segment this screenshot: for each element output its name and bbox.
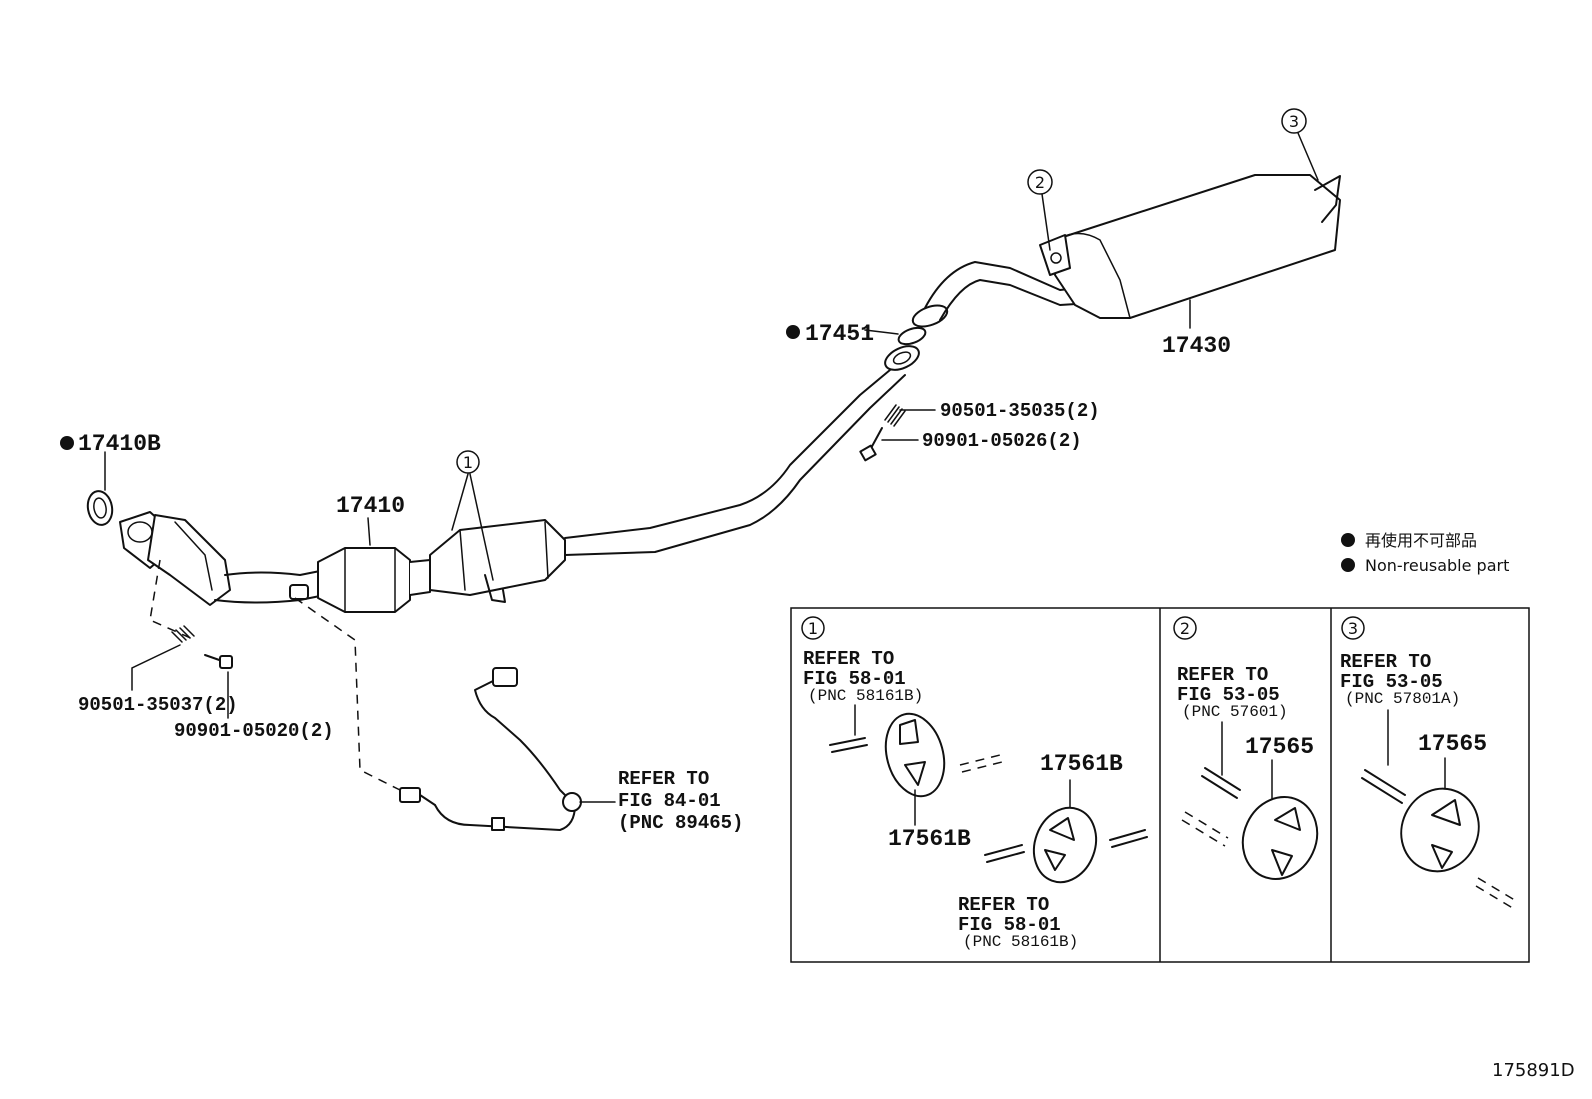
part-label-17410: 17410 [336, 493, 405, 519]
center-bolt-spring [859, 404, 906, 462]
non-reusable-dot-17451 [786, 325, 800, 339]
detail-1-ref-b-line2: FIG 58-01 [958, 914, 1061, 936]
legend-dot-en [1341, 558, 1355, 572]
front-exhaust-pipe-assembly [86, 345, 920, 613]
callout-3-circle [1281, 108, 1307, 134]
part-label-bolt-center: 90901-05026(2) [922, 430, 1082, 452]
legend-jp: 再使用不可部品 [1365, 531, 1477, 550]
detail-2-ref-line3: (PNC 57601) [1182, 703, 1288, 721]
part-label-spring-center: 90501-35035(2) [940, 400, 1100, 422]
detail-1-number: 1 [808, 619, 818, 638]
tail-pipe-assembly [911, 174, 1341, 328]
detail-1-ref-b-line3: (PNC 58161B) [963, 933, 1078, 951]
part-label-bolt-front: 90901-05020(2) [174, 720, 334, 742]
detail-2-number: 2 [1180, 619, 1190, 638]
sensor-ref-line2: FIG 84-01 [618, 790, 721, 812]
detail-2: 2 REFER TO FIG 53-05 (PNC 57601) 17565 [1173, 616, 1319, 880]
detail-3-number: 3 [1348, 619, 1358, 638]
part-label-17451: 17451 [805, 321, 874, 347]
detail-2-ref-line2: FIG 53-05 [1177, 684, 1280, 706]
part-label-17430: 17430 [1162, 333, 1231, 359]
detail-3: 3 REFER TO FIG 53-05 (PNC 57801A) 17565 [1340, 616, 1519, 911]
detail-3-part: 17565 [1418, 731, 1487, 757]
legend-en: Non-reusable part [1365, 556, 1509, 575]
detail-1-ref-a-line3: (PNC 58161B) [808, 687, 923, 705]
detail-3-ref-line1: REFER TO [1340, 651, 1431, 673]
detail-1-ref-b-line1: REFER TO [958, 894, 1049, 916]
detail-2-ref-line1: REFER TO [1177, 664, 1268, 686]
detail-3-ref-line2: FIG 53-05 [1340, 671, 1443, 693]
center-gasket [897, 326, 927, 346]
legend-dot-jp [1341, 533, 1355, 547]
callout-1-label: 1 [463, 453, 473, 472]
non-reusable-dot-17410B [60, 436, 74, 450]
callout-2-circle [1027, 169, 1053, 195]
front-bolt-spring [171, 625, 233, 669]
callout-2-label: 2 [1035, 173, 1045, 192]
sensor-ref-line1: REFER TO [618, 768, 709, 790]
detail-1-part-a: 17561B [888, 826, 971, 852]
part-label-17410B: 17410B [78, 431, 161, 457]
callout-1-circle [456, 450, 480, 474]
detail-box [790, 607, 1530, 963]
detail-1: 1 REFER TO FIG 58-01 (PNC 58161B) 17561B… [801, 616, 1148, 951]
detail-1-part-b: 17561B [1040, 751, 1123, 777]
sensor-ref-line3: (PNC 89465) [618, 812, 743, 834]
oxygen-sensor [399, 667, 582, 831]
detail-1-ref-a-line2: FIG 58-01 [803, 668, 906, 690]
part-label-spring-front: 90501-35037(2) [78, 694, 238, 716]
detail-1-ref-a-line1: REFER TO [803, 648, 894, 670]
detail-2-part: 17565 [1245, 734, 1314, 760]
legend: 再使用不可部品 Non-reusable part [1341, 531, 1509, 575]
detail-3-ref-line3: (PNC 57801A) [1345, 690, 1460, 708]
figure-id: 175891D [1492, 1060, 1575, 1081]
callout-3-label: 3 [1289, 112, 1299, 131]
